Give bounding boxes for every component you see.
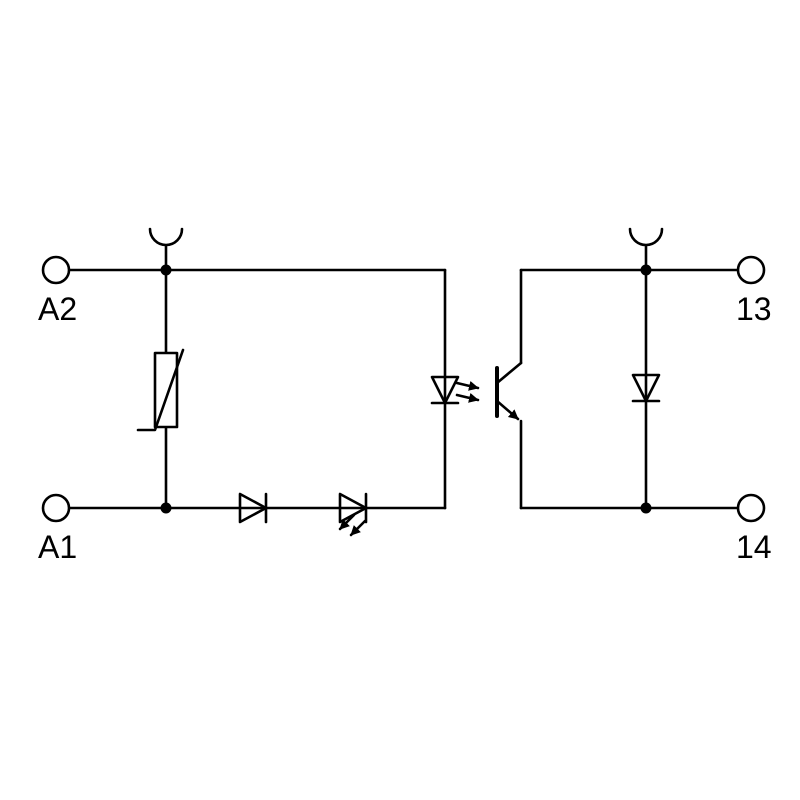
- junction-dot: [160, 264, 172, 276]
- indicator-led-icon: [338, 492, 368, 537]
- junction-dot: [640, 264, 652, 276]
- transistor-collector: [495, 361, 523, 385]
- terminal-14: [736, 493, 766, 523]
- terminal-a2-label: A2: [38, 291, 77, 327]
- terminal-a1-label: A1: [38, 529, 77, 565]
- terminal-labels: A2 A1 13 14: [38, 291, 772, 565]
- output-diode-icon: [631, 373, 661, 403]
- opto-light-arrow: [455, 393, 480, 403]
- wires: [67, 244, 740, 510]
- led-emission-arrow: [338, 513, 356, 531]
- plug-contact-right-icon: [628, 227, 664, 247]
- junction-dot: [640, 502, 652, 514]
- series-diode-icon: [238, 492, 268, 524]
- junction-dot: [160, 502, 172, 514]
- diode-triangle: [238, 492, 268, 524]
- terminal-a1: [41, 493, 71, 523]
- output-diode-triangle: [631, 373, 661, 403]
- optocoupler-led-icon: [430, 375, 480, 405]
- opto-led-triangle: [430, 375, 460, 405]
- led-emission-arrow: [349, 519, 367, 537]
- terminal-14-label: 14: [736, 529, 772, 565]
- phototransistor-icon: [495, 361, 523, 421]
- plug-contact-left-icon: [148, 227, 184, 247]
- terminal-13: [736, 255, 766, 285]
- varistor-stroke: [136, 348, 185, 432]
- varistor-icon: [136, 348, 185, 432]
- varistor-body: [153, 351, 179, 429]
- junction-dots: [160, 264, 652, 514]
- transistor-emitter: [495, 399, 520, 421]
- terminal-13-label: 13: [736, 291, 772, 327]
- terminal-a2: [41, 255, 71, 285]
- opto-light-arrow: [455, 381, 480, 391]
- terminals: [41, 255, 766, 523]
